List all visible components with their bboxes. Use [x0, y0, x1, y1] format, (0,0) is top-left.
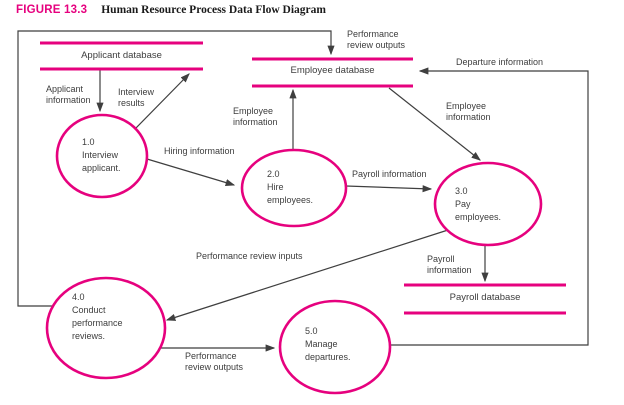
applicant-database-label: Applicant database	[81, 50, 162, 61]
flow-label-employee-information-left: Employee information	[233, 106, 278, 127]
flow-label-performance-review-outputs-bottom: Performance review outputs	[185, 351, 244, 372]
flow-hire-to-pay	[345, 185, 433, 193]
payroll-database-label: Payroll database	[449, 292, 521, 303]
flow-label-hiring-information: Hiring information	[164, 146, 235, 156]
flow-label-payroll-information-mid: Payroll information	[352, 169, 427, 179]
flow-label-applicant-information: Applicant information	[46, 84, 91, 105]
flow-interview-to-hire	[146, 158, 236, 187]
figure-number: FIGURE 13.3	[16, 4, 88, 16]
process-label-conduct-performance-reviews: 4.0 Conduct performance reviews.	[72, 292, 123, 341]
flow-label-employee-information-right: Employee information	[446, 101, 491, 122]
flow-pay-to-reviews	[165, 229, 449, 321]
process-circle-interview-applicant	[55, 113, 149, 199]
flow-reviews-to-employee-db	[17, 30, 335, 307]
flow-label-payroll-information-right: Payroll information	[427, 254, 472, 275]
process-label-interview-applicant: 1.0 Interview applicant.	[82, 137, 121, 173]
flow-label-interview-results: Interview results	[118, 87, 155, 108]
process-circle-manage-departures	[278, 299, 392, 395]
process-circle-hire-employees	[240, 148, 348, 228]
flow-employee-db-to-pay	[388, 87, 481, 161]
employee-database-label: Employee database	[290, 65, 375, 76]
flow-label-performance-review-outputs-top: Performance review outputs	[347, 29, 406, 50]
figure-header: FIGURE 13.3 Human Resource Process Data …	[16, 4, 326, 16]
process-label-pay-employees: 3.0 Pay employees.	[455, 186, 502, 222]
flow-label-departure-information: Departure information	[456, 57, 544, 67]
flow-interview-to-applicant-db	[134, 73, 190, 130]
process-label-hire-employees: 2.0 Hire employees.	[267, 169, 314, 205]
process-label-manage-departures: 5.0 Manage departures.	[305, 326, 351, 362]
process-circle-pay-employees	[433, 161, 543, 247]
flow-departures-to-employee-db	[390, 67, 589, 346]
figure-title: Human Resource Process Data Flow Diagram	[101, 4, 326, 16]
flow-label-performance-review-inputs: Performance review inputs	[196, 251, 303, 261]
process-circle-conduct-performance-reviews	[45, 276, 167, 380]
